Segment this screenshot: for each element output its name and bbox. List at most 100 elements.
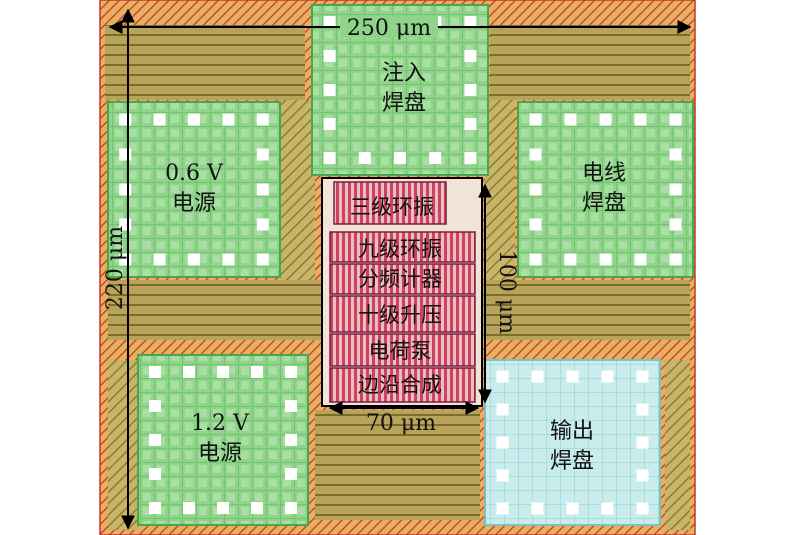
block-label-2: 九级环振 (358, 237, 442, 261)
via-square (183, 502, 195, 514)
vdd12-label-2: 电源 (198, 441, 242, 466)
vdd06-label-1: 0.6 V (165, 161, 224, 186)
via-square (529, 113, 542, 126)
via-square (601, 370, 614, 383)
via-square (529, 148, 542, 161)
via-square (636, 370, 649, 383)
core-circuit (321, 177, 483, 407)
via-square (323, 152, 336, 164)
via-square (188, 113, 200, 126)
block-label-1: 三级环振 (350, 195, 434, 219)
via-square (251, 502, 263, 514)
via-square (601, 502, 614, 515)
core-width-label: 70 μm (366, 411, 436, 436)
metal-bands (105, 25, 690, 530)
via-square (285, 434, 297, 446)
block-label-3: 分频计器 (358, 267, 442, 291)
via-square (217, 502, 229, 514)
via-square (636, 502, 649, 515)
via-square (636, 403, 649, 416)
via-square (531, 502, 544, 515)
wire-pad (517, 101, 694, 278)
via-square (323, 118, 336, 130)
via-square (529, 183, 542, 196)
via-square (256, 183, 269, 196)
via-square (153, 113, 166, 126)
pad-labels: 注入 焊盘 0.6 V 电源 电线 焊盘 1.2 V 电源 输出 焊盘 (165, 61, 626, 474)
via-square (564, 113, 577, 126)
via-square (669, 148, 682, 161)
via-square (119, 148, 132, 161)
via-square (529, 218, 542, 231)
via-square (634, 113, 647, 126)
via-square (149, 366, 161, 378)
via-square (358, 152, 371, 164)
via-square (669, 253, 682, 266)
inject-pad-label-2: 焊盘 (382, 91, 426, 116)
via-square (394, 152, 406, 164)
via-square (496, 370, 509, 383)
top-width-label: 250 μm (347, 16, 431, 41)
via-square (256, 253, 269, 266)
via-square (256, 218, 269, 231)
via-square (636, 469, 649, 482)
via-square (222, 253, 235, 266)
vdd06-label-2: 电源 (172, 191, 216, 216)
via-square (285, 502, 297, 514)
via-square (149, 502, 161, 514)
block-label-4: 十级升压 (358, 303, 442, 327)
via-square (217, 366, 229, 378)
via-square (183, 366, 195, 378)
via-square (496, 436, 509, 449)
via-square (599, 253, 612, 266)
via-square (222, 113, 235, 126)
core-height-label: 100 μm (494, 250, 519, 334)
via-square (529, 253, 542, 266)
via-square (636, 436, 649, 449)
via-square (599, 113, 612, 126)
via-square (119, 113, 132, 126)
vdd12-label-1: 1.2 V (191, 411, 250, 436)
via-square (153, 253, 166, 266)
left-height-label: 220 μm (103, 226, 128, 310)
via-square (566, 370, 579, 383)
via-square (531, 370, 544, 383)
vdd12-pad (137, 354, 309, 526)
block-labels: 三级环振 九级环振 分频计器 十级升压 电荷泵 边沿合成 (350, 195, 442, 397)
via-square (251, 366, 263, 378)
via-square (188, 253, 200, 266)
via-square (119, 183, 132, 196)
via-square (634, 253, 647, 266)
wire-pad-label-1: 电线 (582, 161, 626, 186)
via-square (564, 253, 577, 266)
block-label-5: 电荷泵 (369, 339, 432, 363)
inject-pad-label-1: 注入 (382, 61, 426, 86)
output-pad-label-2: 焊盘 (550, 449, 594, 474)
via-square (285, 366, 297, 378)
via-square (429, 152, 442, 164)
dimension-labels: 250 μm 220 μm 70 μm 100 μm (103, 16, 519, 436)
output-pad (484, 359, 661, 526)
via-square (323, 84, 336, 96)
wire-pad-label-2: 焊盘 (582, 191, 626, 216)
via-square (256, 113, 269, 126)
via-square (566, 502, 579, 515)
via-square (285, 400, 297, 412)
via-square (669, 113, 682, 126)
via-square (149, 468, 161, 480)
via-square (496, 469, 509, 482)
via-square (256, 148, 269, 161)
via-square (496, 403, 509, 416)
block-label-6: 边沿合成 (358, 373, 442, 397)
via-square (464, 118, 477, 130)
via-square (496, 502, 509, 515)
via-square (149, 400, 161, 412)
via-square (149, 434, 161, 446)
via-square (464, 152, 477, 164)
via-square (669, 183, 682, 196)
via-square (285, 468, 297, 480)
vdd06-pad (107, 101, 281, 278)
output-pad-label-1: 输出 (550, 419, 594, 444)
via-square (323, 50, 336, 62)
